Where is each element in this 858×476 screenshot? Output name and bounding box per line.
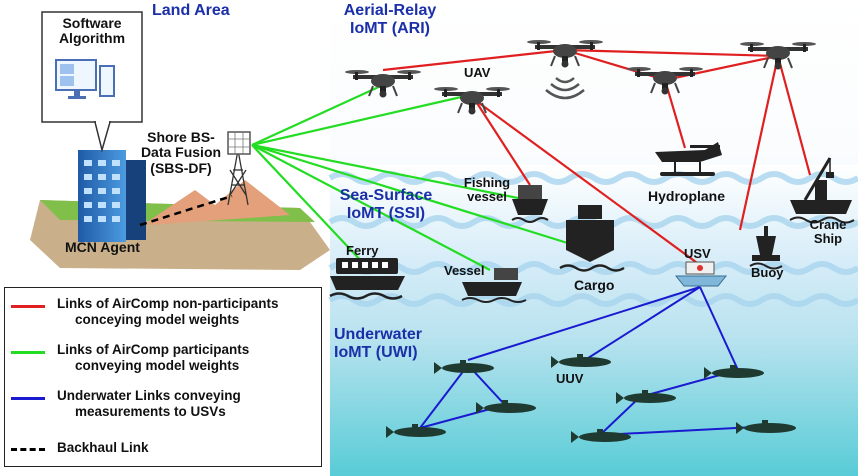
green-links (251, 83, 591, 271)
vessel-label: Vessel (444, 263, 485, 278)
legend-blue-line2: measurements to USVs (75, 403, 226, 419)
software-callout (41, 11, 143, 153)
legend-green-swatch (11, 351, 45, 354)
fishing-vessel-icon (511, 185, 549, 223)
buoy-label: Buoy (751, 265, 784, 280)
mcn-agent-label: MCN Agent (65, 239, 140, 255)
legend-blue-swatch (11, 397, 45, 400)
hydroplane-label: Hydroplane (648, 188, 726, 204)
ferry-icon (329, 258, 405, 300)
legend: Links of AirComp non-participants concey… (4, 287, 322, 467)
land-area-label: Land Area (152, 2, 230, 19)
legend-green-line2: conveying model weights (75, 357, 240, 373)
vessel-icon (461, 268, 527, 303)
legend-red-line2: conceying model weights (75, 311, 240, 327)
antenna-grid-icon (227, 131, 251, 155)
hydroplane-icon (655, 142, 722, 176)
legend-backhaul-label: Backhaul Link (57, 440, 149, 455)
shore-bs-label: Shore BS-Data Fusion(SBS-DF) (140, 129, 222, 176)
tower-icon (227, 149, 249, 206)
ferry-label: Ferry (346, 243, 379, 258)
usv-label: USV (684, 246, 711, 261)
legend-red-line1: Links of AirComp non-participants (57, 296, 279, 311)
legend-green-line1: Links of AirComp participants (57, 342, 250, 357)
legend-backhaul-swatch (11, 448, 45, 451)
buoy-icon (749, 226, 783, 270)
wifi-icon (545, 77, 585, 100)
blue-links (419, 286, 756, 436)
backhaul-link (139, 194, 233, 227)
building-icon (78, 150, 146, 242)
legend-red-swatch (11, 305, 45, 308)
legend-blue-line1: Underwater Links conveying (57, 388, 241, 403)
usv-icon (674, 261, 728, 287)
cargo-label: Cargo (574, 277, 615, 293)
uuv-label: UUV (556, 371, 584, 386)
uav-label: UAV (464, 65, 491, 80)
red-links (382, 48, 812, 266)
crane-ship-icon (789, 157, 855, 224)
land-island (30, 180, 330, 270)
cargo-ship-icon (559, 205, 625, 272)
